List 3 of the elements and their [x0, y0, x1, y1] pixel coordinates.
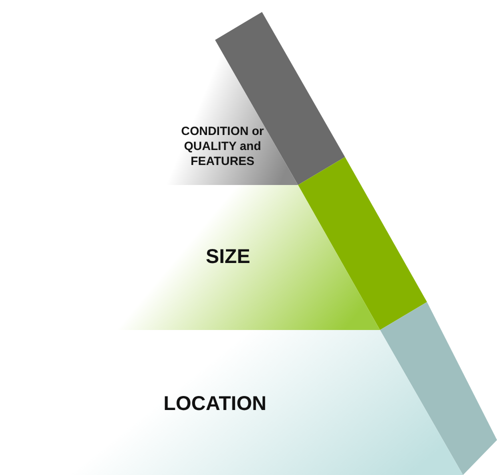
band-label: SIZE — [204, 245, 252, 270]
band-label: LOCATION — [162, 392, 268, 417]
band-label: CONDITION or QUALITY and FEATURES — [180, 124, 265, 169]
